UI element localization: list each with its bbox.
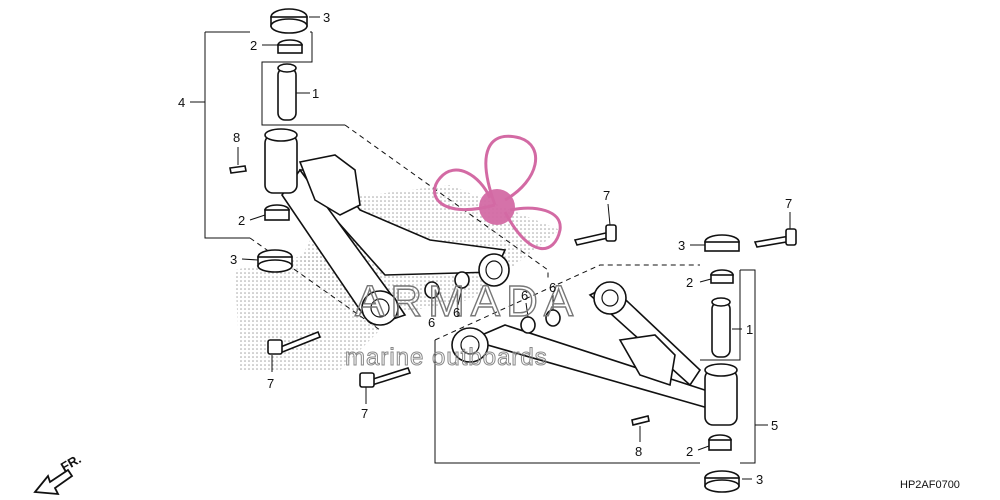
bolts xyxy=(229,165,797,426)
callout-3: 3 xyxy=(230,252,237,267)
callout-4: 4 xyxy=(178,95,185,110)
callout-6: 6 xyxy=(521,288,528,303)
group-box-4 xyxy=(190,31,549,331)
callout-1: 1 xyxy=(746,322,753,337)
diagram-code: HP2AF0700 xyxy=(900,479,960,491)
callout-2: 2 xyxy=(686,444,693,459)
callout-2: 2 xyxy=(686,275,693,290)
callout-8: 8 xyxy=(233,130,240,145)
callout-5: 5 xyxy=(771,418,778,433)
callout-8: 8 xyxy=(635,444,642,459)
callout-3: 3 xyxy=(756,472,763,487)
lower-arm-assembly xyxy=(451,281,738,426)
callout-7: 7 xyxy=(267,376,274,391)
upper-arm-assembly xyxy=(264,128,510,326)
callout-7: 7 xyxy=(361,406,368,421)
watermark-title: ARMADA xyxy=(355,277,579,326)
group-box-5 xyxy=(434,264,768,464)
callout-2: 2 xyxy=(238,213,245,228)
callout-7: 7 xyxy=(785,196,792,211)
callout-7: 7 xyxy=(603,188,610,203)
callout-6: 6 xyxy=(453,305,460,320)
callout-3: 3 xyxy=(323,10,330,25)
callout-labels: 1 1 2 2 2 2 3 3 3 3 4 5 6 6 6 6 7 7 7 7 … xyxy=(178,10,792,487)
callout-6: 6 xyxy=(428,315,435,330)
front-direction-arrow: FR. xyxy=(33,451,84,496)
watermark: ARMADA marine outboards xyxy=(345,134,579,372)
propeller-logo xyxy=(433,134,562,251)
callout-1: 1 xyxy=(312,86,319,101)
callout-2: 2 xyxy=(250,38,257,53)
propeller-hub xyxy=(479,189,515,225)
leader-lines xyxy=(237,16,791,480)
watermark-subtitle: marine outboards xyxy=(345,344,548,371)
callout-6: 6 xyxy=(549,280,556,295)
callout-3: 3 xyxy=(678,238,685,253)
direction-label: FR. xyxy=(58,451,84,474)
